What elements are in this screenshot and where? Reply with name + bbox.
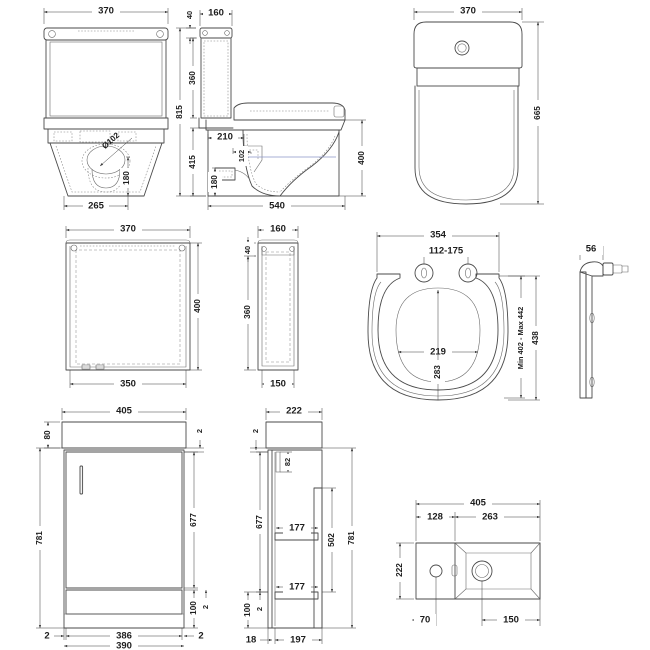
view-cistern-side: 160 40 360 150 <box>241 223 299 390</box>
view-basin-plan: 405 128 263 222 70 150 <box>393 497 541 626</box>
dim-seat-side-56: 56 <box>586 244 597 255</box>
dim-toilet-side-540: 540 <box>269 201 285 212</box>
dim-basin-plan-222: 222 <box>395 563 404 577</box>
dim-seat-plan-438: 438 <box>531 331 540 345</box>
dim-vanity-side-197: 197 <box>290 635 306 646</box>
dim-vanity-side-677: 677 <box>255 515 264 529</box>
dim-cistern-side-150: 150 <box>270 379 286 390</box>
dim-vanity-front-2-left: 2 <box>44 631 49 642</box>
dim-vanity-side-2-bottom: 2 <box>255 607 264 611</box>
dim-toilet-side-180: 180 <box>210 175 219 189</box>
dim-vanity-front-2-right: 2 <box>198 631 203 642</box>
dim-toilet-front-dia102: Ø102 <box>100 130 121 150</box>
dim-toilet-plan-665: 665 <box>533 106 542 120</box>
dim-cistern-front-350: 350 <box>120 379 136 390</box>
dim-toilet-side-415: 415 <box>188 155 197 169</box>
view-cistern-front: 370 400 350 <box>65 223 205 390</box>
dim-vanity-side-177-lower: 177 <box>289 582 305 593</box>
dim-vanity-side-18: 18 <box>246 635 257 646</box>
dim-vanity-side-177-upper: 177 <box>289 523 305 534</box>
view-seat-side: 56 <box>579 243 629 399</box>
dim-basin-plan-128: 128 <box>427 512 443 523</box>
dim-basin-plan-263: 263 <box>482 512 498 523</box>
dim-vanity-side-222: 222 <box>286 406 302 417</box>
dim-cistern-side-360: 360 <box>243 305 252 319</box>
dim-vanity-front-2-bottom: 2 <box>201 605 210 609</box>
dim-toilet-side-160: 160 <box>208 8 224 19</box>
dim-toilet-plan-370: 370 <box>460 6 476 17</box>
dim-cistern-front-400: 400 <box>193 299 202 313</box>
dim-vanity-front-80: 80 <box>43 430 52 440</box>
dim-vanity-side-2-top: 2 <box>251 429 260 433</box>
dim-vanity-front-405: 405 <box>116 406 133 417</box>
dim-vanity-front-100: 100 <box>189 601 198 615</box>
dim-cistern-side-40: 40 <box>243 246 252 254</box>
view-toilet-side: 40 160 360 815 415 210 <box>173 7 369 212</box>
view-vanity-front: 405 80 2 781 677 100 2 <box>33 405 212 650</box>
dim-vanity-front-2-top: 2 <box>195 429 204 433</box>
dim-basin-plan-150: 150 <box>503 615 519 626</box>
dim-vanity-side-100: 100 <box>243 603 252 617</box>
dim-cistern-side-160: 160 <box>270 224 286 235</box>
dim-toilet-side-102: 102 <box>237 150 246 162</box>
dim-toilet-front-370: 370 <box>98 6 114 17</box>
dim-seat-plan-283: 283 <box>433 365 442 379</box>
dim-vanity-front-390: 390 <box>116 641 132 650</box>
dim-toilet-front-180: 180 <box>122 171 131 185</box>
dim-seat-plan-range: Min 402 - Max 442 <box>516 307 525 369</box>
dim-basin-plan-70: 70 <box>420 615 431 626</box>
dim-vanity-front-781: 781 <box>35 531 44 545</box>
dim-seat-plan-354: 354 <box>430 230 447 241</box>
view-toilet-front: Ø102 370 180 265 <box>43 5 169 212</box>
view-toilet-plan: 370 665 <box>413 5 545 205</box>
dim-toilet-front-265: 265 <box>88 201 105 212</box>
dim-cistern-front-370: 370 <box>120 224 136 235</box>
dim-vanity-front-677: 677 <box>189 513 198 527</box>
dim-vanity-side-82: 82 <box>283 458 292 466</box>
dim-vanity-side-502: 502 <box>327 533 336 547</box>
dim-toilet-side-400: 400 <box>357 151 366 165</box>
dim-toilet-side-815: 815 <box>175 105 184 119</box>
dim-vanity-side-781: 781 <box>347 531 356 545</box>
dim-vanity-front-386: 386 <box>116 631 132 642</box>
view-vanity-side: 222 2 82 677 177 177 502 <box>241 405 359 646</box>
dim-toilet-side-210: 210 <box>217 132 233 143</box>
view-seat-plan: 354 112-175 219 283 Min 402 - Max 442 43… <box>367 229 543 401</box>
dim-basin-plan-405: 405 <box>470 498 487 509</box>
dim-seat-plan-hinge: 112-175 <box>429 246 464 257</box>
dim-toilet-side-360: 360 <box>188 71 197 85</box>
dim-toilet-side-40: 40 <box>185 11 194 19</box>
